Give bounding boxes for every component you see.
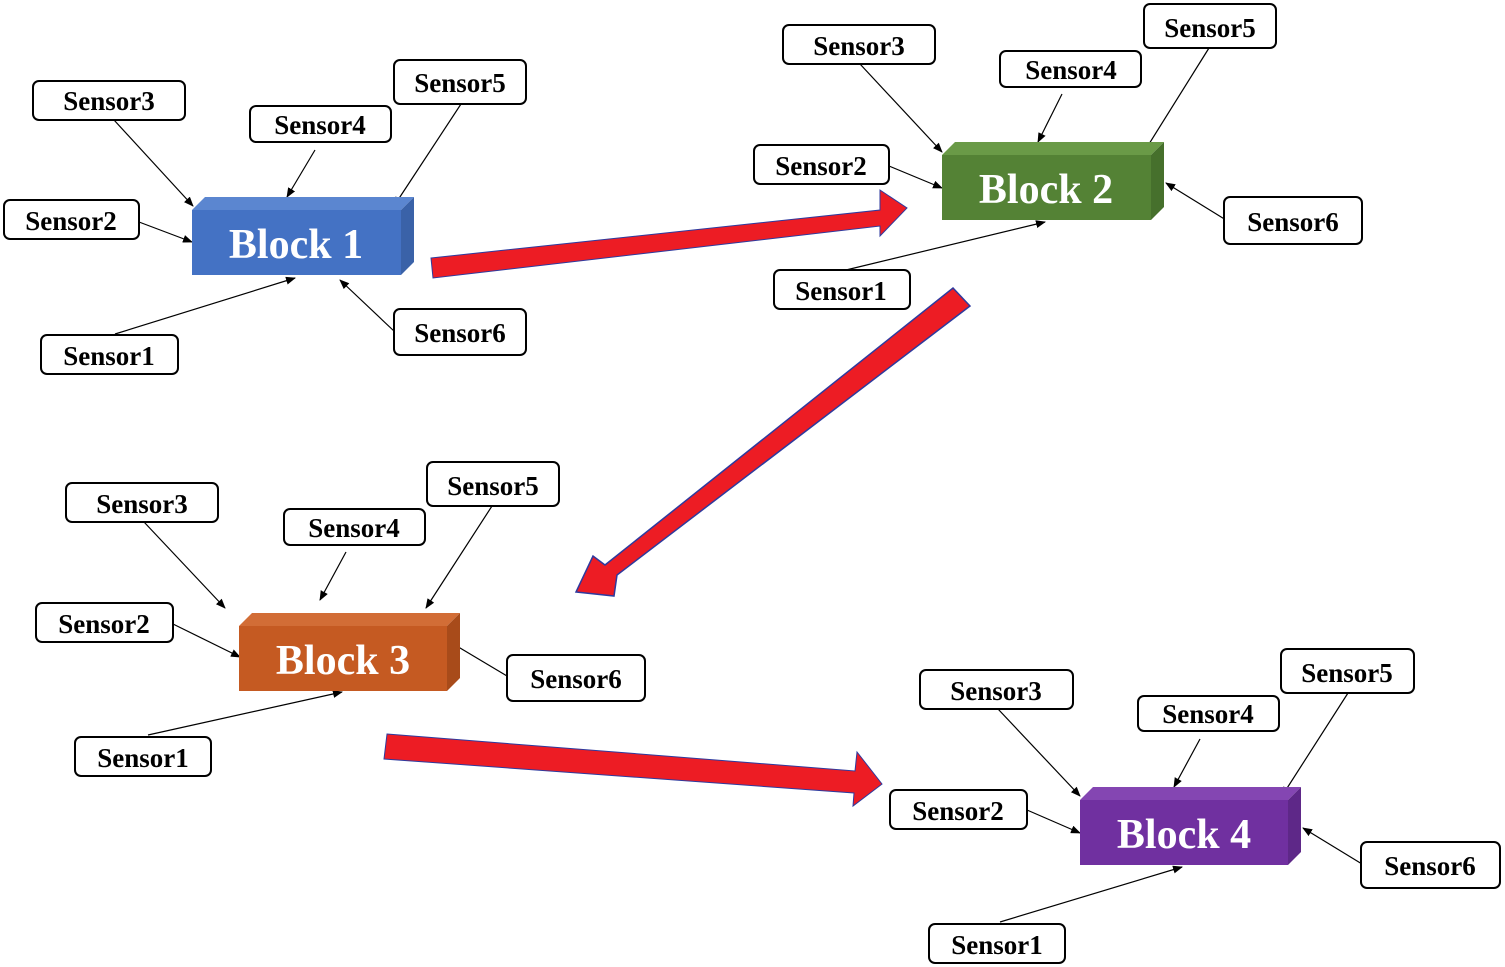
- block-1-group: Block 1 Sensor3 Sensor4 Sensor5 Sensor2 …: [3, 59, 527, 375]
- sensor-label: Sensor2: [25, 206, 117, 236]
- block-3-sensor1-box: Sensor1: [74, 736, 212, 777]
- block-2-sensor6-box: Sensor6: [1223, 196, 1363, 245]
- sensor-label: Sensor2: [775, 151, 867, 181]
- sensor-label: Sensor5: [1164, 13, 1256, 43]
- block-1-sensor2-box: Sensor2: [3, 199, 140, 240]
- sensor-label: Sensor6: [1384, 851, 1476, 881]
- block-4-side-face: [1288, 787, 1301, 865]
- block-1-side-face: [401, 197, 414, 275]
- block-4-sensor3-box: Sensor3: [919, 669, 1074, 710]
- sensor-label: Sensor2: [912, 796, 1004, 826]
- block-3-sensor4-box: Sensor4: [283, 508, 426, 546]
- sensor-label: Sensor4: [274, 110, 366, 140]
- block-1-sensor6-box: Sensor6: [393, 308, 527, 356]
- block-4-sensor6-box: Sensor6: [1360, 841, 1501, 889]
- block-3-side-face: [447, 613, 460, 691]
- block-1-top-face: [192, 197, 414, 210]
- block-3-group: Block 3 Sensor3 Sensor4 Sensor5 Sensor2 …: [35, 461, 646, 777]
- block-4: Block 4: [1080, 787, 1301, 865]
- flow-arrow-block1-to-block2: [430, 189, 908, 279]
- block-2-sensor2-box: Sensor2: [753, 144, 890, 185]
- sensor-label: Sensor6: [414, 318, 506, 348]
- block-2-sensor5-box: Sensor5: [1143, 3, 1277, 49]
- block-4-sensor5-box: Sensor5: [1280, 648, 1415, 694]
- block-1-front-face: [192, 210, 401, 275]
- block-1: Block 1: [192, 197, 414, 275]
- sensor-label: Sensor1: [795, 276, 887, 306]
- flow-arrow-block3-to-block4: [383, 733, 883, 808]
- block-4-top-face: [1080, 787, 1301, 800]
- block-1-label: Block 1: [229, 222, 363, 268]
- sensor-label: Sensor6: [1247, 207, 1339, 237]
- block-3-label: Block 3: [276, 638, 410, 684]
- sensor-label: Sensor3: [63, 86, 155, 116]
- sensor-label: Sensor3: [950, 676, 1042, 706]
- block-2-front-face: [942, 155, 1151, 220]
- block-3-sensor6-box: Sensor6: [506, 654, 646, 702]
- sensor-label: Sensor1: [951, 930, 1043, 960]
- block-1-sensor3-box: Sensor3: [32, 80, 186, 121]
- block-4-group: Block 4 Sensor3 Sensor4 Sensor5 Sensor2 …: [889, 648, 1501, 964]
- block-3-sensor2-box: Sensor2: [35, 602, 174, 643]
- sensor-label: Sensor4: [1025, 55, 1117, 85]
- block-1-sensor5-box: Sensor5: [393, 59, 527, 105]
- sensor-label: Sensor5: [414, 68, 506, 98]
- block-3-sensor3-box: Sensor3: [65, 482, 219, 523]
- sensor-label: Sensor5: [1301, 658, 1393, 688]
- sensor-label: Sensor5: [447, 471, 539, 501]
- block-4-sensor4-box: Sensor4: [1137, 695, 1280, 732]
- block-3-front-face: [239, 626, 447, 691]
- block-4-label: Block 4: [1117, 812, 1251, 858]
- block-2-sensor3-box: Sensor3: [782, 24, 936, 65]
- block-2-top-face: [942, 142, 1164, 155]
- block-1-sensor1-box: Sensor1: [40, 334, 179, 375]
- block-1-sensor4-box: Sensor4: [249, 105, 392, 143]
- block-3-top-face: [239, 613, 460, 626]
- block-4-front-face: [1080, 800, 1288, 865]
- block-2-sensor4-box: Sensor4: [999, 50, 1142, 88]
- sensor-label: Sensor1: [63, 341, 155, 371]
- sensor-label: Sensor4: [308, 513, 400, 543]
- block-2-side-face: [1151, 142, 1164, 220]
- sensor-label: Sensor1: [97, 743, 189, 773]
- block-4-sensor1-box: Sensor1: [928, 923, 1066, 964]
- block-2: Block 2: [942, 142, 1164, 220]
- block-3: Block 3: [239, 613, 460, 691]
- block-2-label: Block 2: [979, 167, 1113, 213]
- block-3-sensor5-box: Sensor5: [426, 461, 560, 507]
- flow-arrow-block2-to-block3: [574, 286, 972, 597]
- sensor-label: Sensor3: [813, 31, 905, 61]
- sensor-label: Sensor2: [58, 609, 150, 639]
- block-2-group: Block 2 Sensor3 Sensor4 Sensor5 Sensor2 …: [753, 3, 1363, 310]
- sensor-label: Sensor6: [530, 664, 622, 694]
- block-2-sensor1-box: Sensor1: [773, 269, 911, 310]
- sensor-label: Sensor3: [96, 489, 188, 519]
- block-4-sensor2-box: Sensor2: [889, 789, 1028, 830]
- sensor-label: Sensor4: [1162, 699, 1254, 729]
